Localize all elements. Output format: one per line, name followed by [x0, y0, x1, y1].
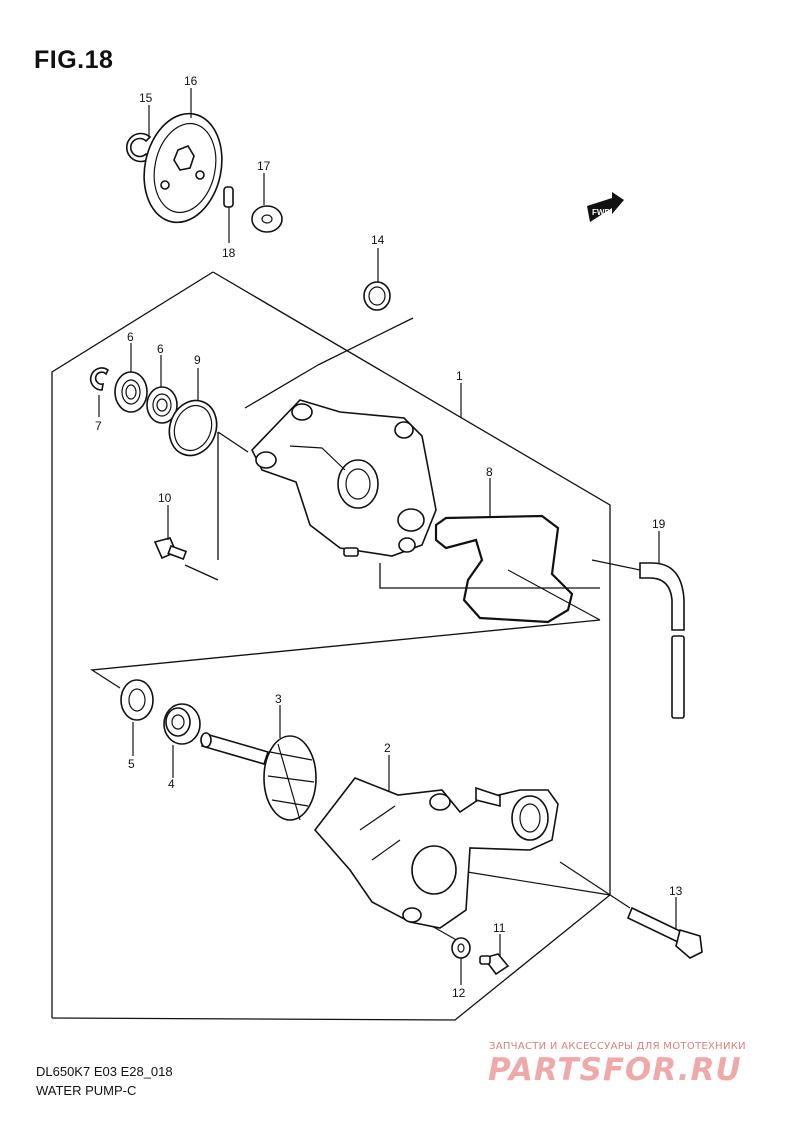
pump-case-1: [251, 399, 437, 557]
hose-19: [639, 562, 685, 719]
callout-18: 18: [222, 246, 236, 260]
washer-12: [451, 937, 471, 959]
callout-7: 7: [95, 419, 102, 433]
figure-title: FIG.18: [34, 46, 114, 74]
mechanical-seal-4: [163, 703, 201, 745]
figure-code: DL650K7 E03 E28_018: [36, 1064, 173, 1079]
watermark-tagline: ЗАПЧАСТИ И АКСЕССУАРЫ ДЛЯ МОТОТЕХНИКИ: [489, 1041, 746, 1052]
callout-4: 4: [168, 777, 175, 791]
pump-body-2: [313, 777, 559, 929]
callout-6a: 6: [127, 330, 134, 344]
bolt-10: [153, 537, 188, 561]
bolt-13: [626, 906, 703, 959]
figure-name: WATER PUMP-C: [36, 1083, 137, 1098]
callout-19: 19: [652, 517, 666, 531]
callout-9: 9: [194, 353, 201, 367]
o-ring-9: [168, 399, 218, 457]
callout-14: 14: [371, 233, 385, 247]
callout-5: 5: [128, 757, 135, 771]
bolt-11: [479, 953, 510, 976]
dowel-pin-18: [223, 186, 234, 208]
callout-1: 1: [456, 369, 463, 383]
watermark-logo: PARTSFOR.RU: [488, 1052, 742, 1088]
callout-13: 13: [669, 884, 683, 898]
oil-seal-5: [120, 679, 154, 721]
impeller-shaft-3: [200, 732, 317, 821]
callout-2: 2: [384, 741, 391, 755]
callout-16: 16: [184, 74, 198, 88]
bearing-6a: [114, 371, 148, 413]
o-ring-14: [363, 281, 391, 311]
callout-12: 12: [452, 986, 466, 1000]
callout-6b: 6: [157, 342, 164, 356]
circlip-7: [89, 367, 110, 391]
assembly-guides: [429, 559, 641, 943]
callout-labels: 1 2 3 4 5 6 6 7 8 9 10 11 12 13 14 15 16…: [95, 74, 683, 1000]
bearing-6b: [146, 386, 178, 424]
callout-11: 11: [493, 921, 506, 935]
fwd-label: FWD: [592, 208, 610, 217]
callout-10: 10: [158, 491, 172, 505]
callout-8: 8: [486, 465, 493, 479]
callout-15: 15: [139, 91, 153, 105]
forward-direction-arrow: FWD: [587, 192, 624, 222]
callout-leaders: [98, 88, 677, 985]
pump-drive-gear-16: [143, 112, 223, 224]
callout-3: 3: [275, 692, 282, 706]
washer-17: [251, 205, 283, 233]
gasket-8: [434, 514, 574, 624]
callout-17: 17: [257, 159, 271, 173]
